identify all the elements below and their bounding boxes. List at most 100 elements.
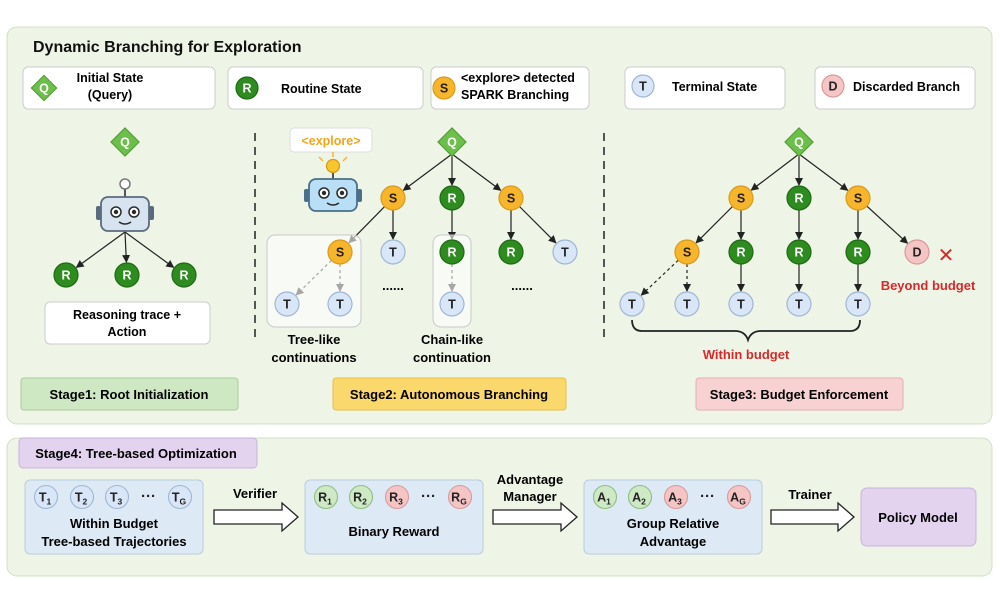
ellipsis-2: ......: [511, 278, 533, 293]
advantage-token-3: A3: [663, 484, 689, 510]
svg-text:T: T: [389, 246, 397, 260]
stage4-label-box: [18, 437, 258, 469]
advantage-manager-line1: Advantage: [497, 472, 563, 487]
advantage-line2: Advantage: [640, 534, 706, 549]
legend-initial-line1: Initial State: [77, 71, 144, 85]
stage4-label: Stage4: Tree-based Optimization: [35, 446, 237, 461]
stage2-t-node-a: T: [380, 239, 406, 265]
svg-text:R: R: [122, 269, 131, 283]
tree-edge: [798, 153, 849, 191]
reward-ellipsis: ···: [421, 488, 436, 505]
trajectory-token-4: TG: [167, 484, 193, 510]
legend-box-spark: [430, 66, 590, 110]
stage3-level1-node-1: S: [728, 185, 754, 211]
svg-text:S: S: [854, 192, 862, 206]
svg-text:R: R: [61, 269, 70, 283]
tree-edge: [122, 231, 131, 264]
legend-box-discarded: [814, 66, 976, 110]
stage3-level1-node-3: S: [845, 185, 871, 211]
stage3-terminal-node-4: T: [786, 291, 812, 317]
chain-like-label-line2: continuation: [413, 350, 491, 365]
stage3-level2-node-3: R: [786, 239, 812, 265]
beyond-budget-label: Beyond budget: [881, 278, 976, 293]
legend-routine-label: Routine State: [281, 82, 362, 96]
legend-s-icon: S: [432, 76, 456, 100]
svg-text:S: S: [336, 246, 344, 260]
within-budget-brace: [631, 319, 861, 343]
svg-text:Q: Q: [39, 82, 49, 96]
reward-token-2: R2: [348, 484, 374, 510]
advantage-token-1: A1: [592, 484, 618, 510]
svg-text:T: T: [683, 298, 691, 312]
trajectories-line2: Tree-based Trajectories: [41, 534, 186, 549]
svg-text:T: T: [283, 298, 291, 312]
ellipsis-1: ......: [382, 278, 404, 293]
stage2-level1-node-3: S: [498, 185, 524, 211]
trainer-arrow: [770, 501, 855, 533]
svg-text:S: S: [440, 82, 448, 96]
trajectory-token-2: T2: [69, 484, 95, 510]
stage3-terminal-node-5: T: [845, 291, 871, 317]
tree-like-label-line1: Tree-like: [288, 332, 341, 347]
reasoning-caption-line2: Action: [108, 325, 147, 339]
stage2-s-child: S: [327, 239, 353, 265]
robot-with-lightbulb-icon: [304, 152, 362, 212]
svg-text:S: S: [507, 192, 515, 206]
legend-discarded-label: Discarded Branch: [853, 80, 960, 94]
binary-reward-label: Binary Reward: [348, 524, 439, 539]
stage3-q-node: Q: [784, 127, 814, 157]
cross-mark-icon: ✕: [938, 245, 955, 267]
stage2-label: Stage2: Autonomous Branching: [350, 387, 548, 402]
svg-text:D: D: [912, 246, 921, 260]
legend-spark-line1: <explore> detected: [461, 71, 575, 85]
stage2-level1-node-1: S: [380, 185, 406, 211]
svg-text:S: S: [737, 192, 745, 206]
svg-text:D: D: [828, 80, 837, 94]
tree-edge: [402, 153, 453, 191]
stage3-terminal-node-1: T: [619, 291, 645, 317]
svg-text:R: R: [447, 246, 456, 260]
svg-text:T: T: [737, 298, 745, 312]
trajectories-box: [24, 479, 204, 555]
stage2-r-node-b: R: [498, 239, 524, 265]
svg-text:T: T: [628, 298, 636, 312]
stage2-q-node: Q: [437, 127, 467, 157]
explore-tag-text: <explore>: [301, 134, 360, 148]
panel-title: Dynamic Branching for Exploration: [33, 39, 301, 56]
stage1-q-node: Q: [110, 127, 140, 157]
svg-text:R: R: [794, 192, 803, 206]
stage1-label: Stage1: Root Initialization: [50, 387, 209, 402]
tree-edge: [451, 153, 502, 191]
svg-text:R: R: [506, 246, 515, 260]
trainer-label: Trainer: [788, 487, 831, 502]
stage2-tree-t-2: T: [327, 291, 353, 317]
svg-text:R: R: [447, 192, 456, 206]
svg-text:R: R: [242, 82, 251, 96]
legend-q-icon: Q: [30, 74, 58, 102]
svg-text:Q: Q: [120, 136, 130, 150]
verifier-label: Verifier: [233, 486, 277, 501]
within-budget-label: Within budget: [703, 347, 790, 362]
advantage-manager-line2: Manager: [503, 489, 556, 504]
stage3-level2-node-5: D: [904, 239, 930, 265]
legend-spark-line2: SPARK Branching: [461, 88, 569, 102]
svg-text:R: R: [736, 246, 745, 260]
svg-text:R: R: [179, 269, 188, 283]
svg-text:T: T: [795, 298, 803, 312]
legend-t-icon: T: [631, 74, 655, 98]
tree-edge: [124, 231, 175, 268]
svg-text:R: R: [794, 246, 803, 260]
reasoning-caption-line1: Reasoning trace +: [73, 308, 181, 322]
reward-token-4: RG: [447, 484, 473, 510]
stage1-r-node-2: R: [114, 262, 140, 288]
stage3-label-box: [695, 377, 904, 411]
legend-box-routine: [227, 66, 424, 110]
legend-box-initial: [22, 66, 216, 110]
advantage-line1: Group Relative: [627, 516, 719, 531]
tree-like-label-line2: continuations: [271, 350, 356, 365]
robot-icon: [96, 178, 154, 232]
stage2-level1-node-2: R: [439, 185, 465, 211]
